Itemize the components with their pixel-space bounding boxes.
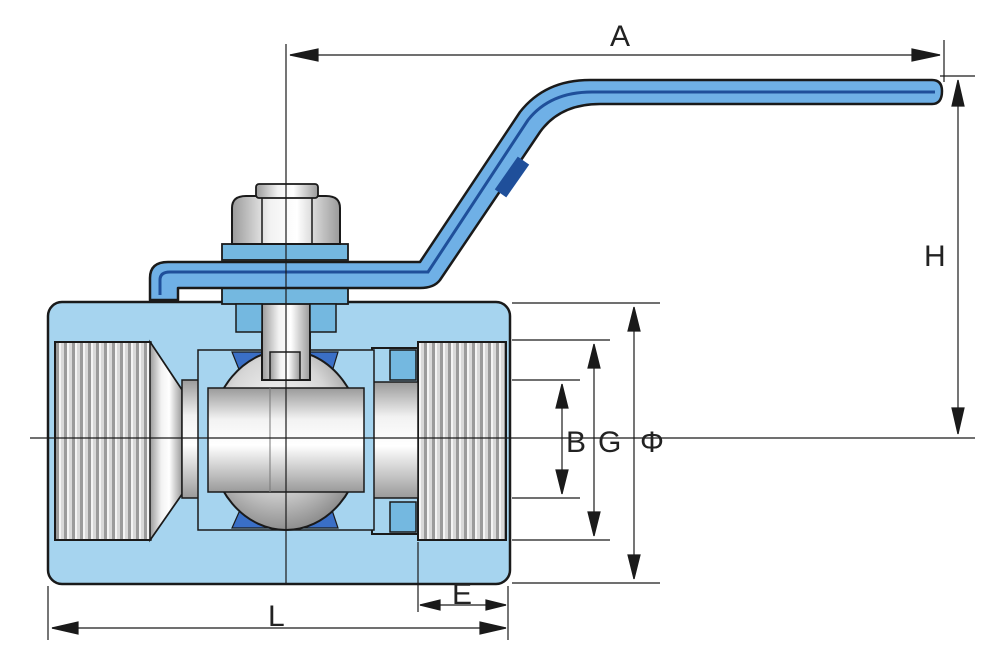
dimension-label-a: A bbox=[610, 20, 630, 53]
handle-grip-marker bbox=[494, 156, 530, 198]
dimension-label-b: B bbox=[566, 426, 586, 459]
right-threaded-port bbox=[417, 341, 507, 541]
dimension-label-phi: Φ bbox=[640, 426, 664, 459]
dimension-lines bbox=[47, 40, 975, 640]
hex-nut bbox=[221, 183, 349, 261]
dimension-label-g: G bbox=[598, 426, 621, 459]
lever-handle bbox=[148, 78, 944, 302]
centerlines bbox=[30, 44, 975, 584]
dimension-label-l: L bbox=[268, 600, 285, 633]
dimension-label-h: H bbox=[924, 240, 946, 273]
dimension-label-e: E bbox=[452, 578, 472, 611]
left-threaded-port bbox=[54, 339, 183, 543]
valve-body bbox=[46, 281, 512, 586]
